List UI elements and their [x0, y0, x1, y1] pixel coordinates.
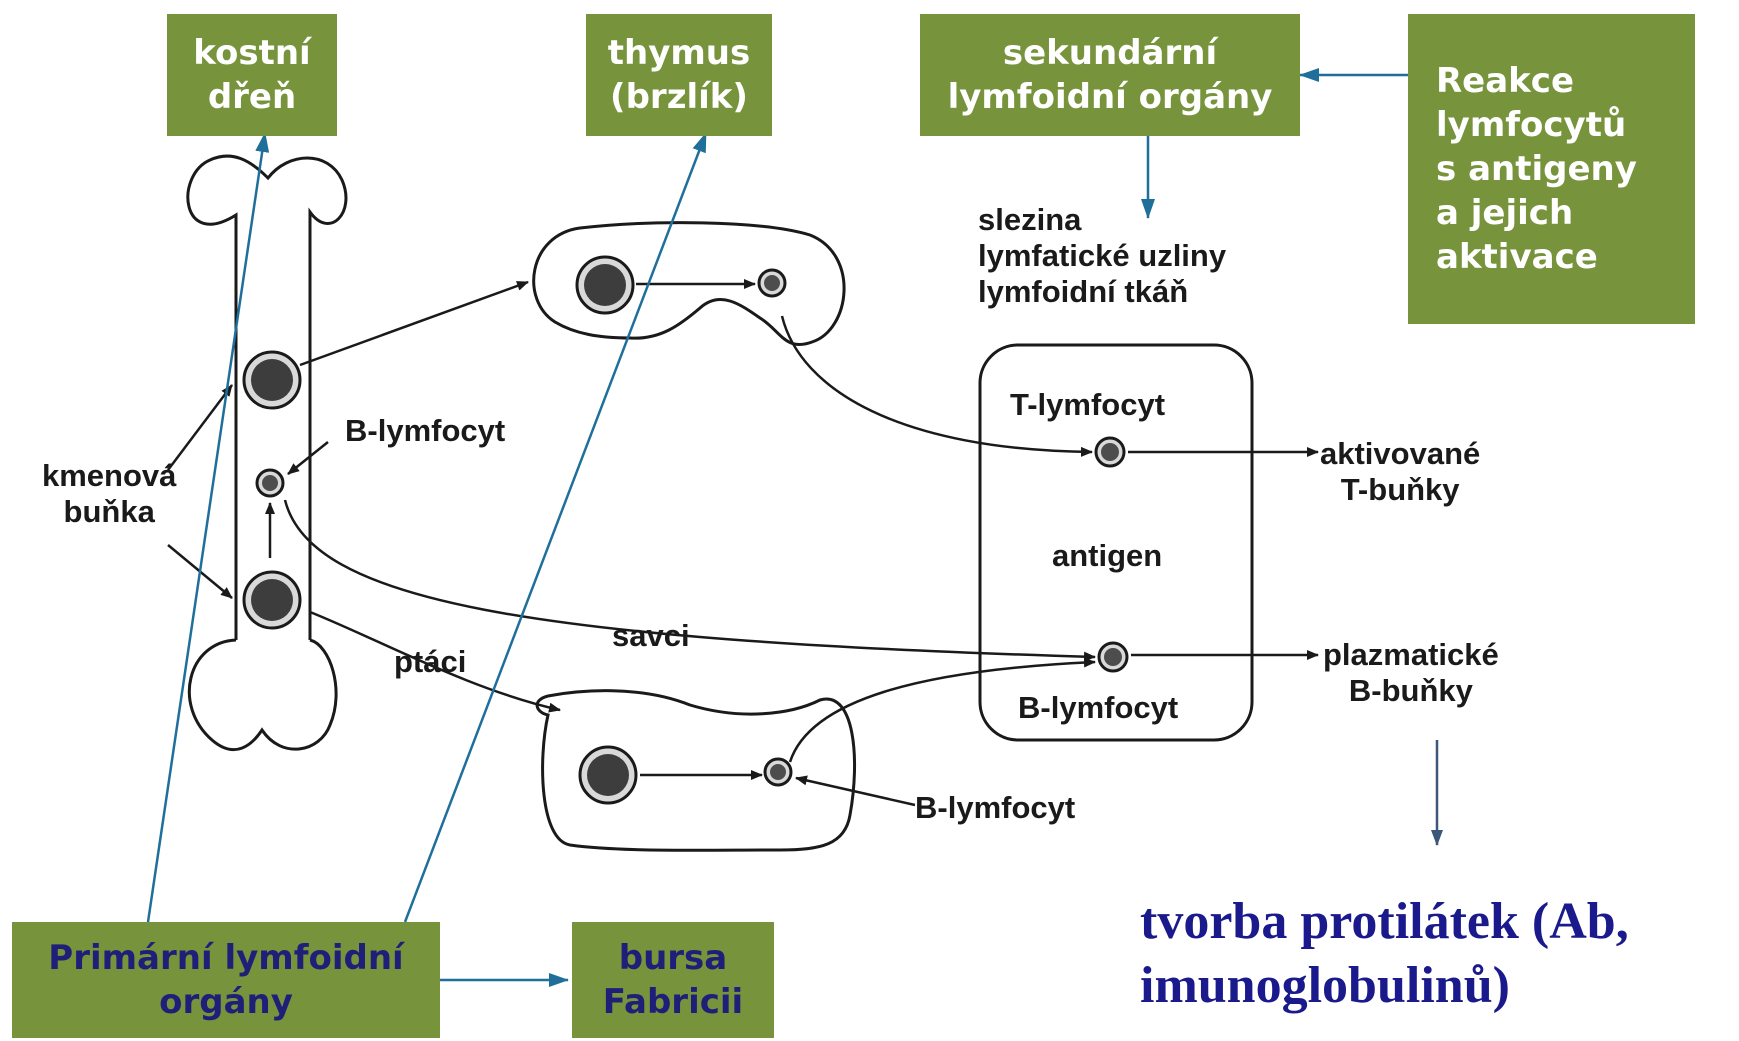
b-cell-bursa [763, 757, 793, 787]
label-kmenova-line2: buňka [63, 494, 155, 529]
label-plazmaticke: plazmatické B-buňky [1323, 637, 1499, 709]
bone-shape [186, 154, 348, 752]
b-cell-node [1097, 641, 1129, 673]
b-cell-bone [255, 468, 285, 498]
secondary-organ-box [978, 343, 1254, 742]
pointer-primarni-to-thymus [403, 132, 708, 923]
box-sekundarni: sekundární lymfoidní orgány [920, 14, 1300, 136]
box-kostni-dren-line1: kostní [193, 33, 311, 73]
box-reakce: Reakce lymfocytů s antigeny a jejich akt… [1408, 14, 1695, 324]
box-thymus-line1: thymus [607, 33, 751, 73]
arrow-bone-to-node-savci [283, 499, 1096, 662]
organ-list-uzliny: lymfatické uzliny [978, 238, 1227, 273]
arrow-b-label-bone [287, 441, 329, 475]
box-bursa: bursa Fabricii [572, 922, 774, 1038]
outcome-line1: tvorba protilátek (Ab, [1140, 893, 1629, 950]
box-primarni-line2: orgány [159, 982, 293, 1022]
label-b-lymfocyt-bursa: B-lymfocyt [915, 790, 1076, 825]
label-plazmaticke-line2: B-buňky [1348, 673, 1473, 708]
outcome-line2: imunoglobulinů) [1140, 957, 1510, 1014]
arrow-bursa-to-node [788, 657, 1096, 763]
label-ptaci: ptáci [394, 644, 467, 679]
stem-cell-bottom [242, 570, 302, 630]
label-kmenova-bunka: kmenová buňka [42, 458, 176, 530]
stem-cell-top [242, 350, 302, 410]
thymus-shape [532, 221, 846, 346]
box-reakce-line2: lymfocytů [1436, 105, 1627, 145]
arrow-b-label-bursa [795, 775, 916, 807]
label-plazmaticke-line1: plazmatické [1323, 637, 1499, 672]
arrow-thymus-to-node [780, 315, 1093, 457]
box-kostni-dren: kostní dřeň [167, 14, 337, 136]
box-sekundarni-line1: sekundární [1002, 33, 1218, 73]
label-b-lymfocyt-bone: B-lymfocyt [345, 413, 506, 448]
box-reakce-line1: Reakce [1436, 61, 1575, 101]
t-cell-thymus [757, 268, 787, 298]
arrow-bone-to-bursa [309, 610, 561, 713]
label-antigen: antigen [1052, 538, 1163, 573]
box-thymus: thymus (brzlík) [586, 14, 772, 136]
box-thymus-line2: (brzlík) [610, 77, 748, 117]
arrow-bone-to-thymus [299, 280, 529, 367]
bursa-shape [535, 689, 857, 852]
organ-list-slezina: slezina [978, 202, 1082, 237]
stem-cell-thymus [575, 255, 635, 315]
organ-list: slezina lymfatické uzliny lymfoidní tkáň [978, 202, 1226, 310]
box-reakce-line5: aktivace [1436, 237, 1598, 277]
outcome-text: tvorba protilátek (Ab, imunoglobulinů) [1140, 890, 1629, 1018]
box-reakce-line4: a jejich [1436, 193, 1574, 233]
organ-list-tkan: lymfoidní tkáň [978, 274, 1189, 309]
label-savci: savci [612, 618, 690, 653]
label-kmenova-line1: kmenová [42, 458, 177, 493]
box-primarni: Primární lymfoidní orgány [12, 922, 440, 1038]
pointer-primarni-to-kostni [146, 132, 270, 923]
box-primarni-line1: Primární lymfoidní [48, 938, 404, 978]
stem-cell-bursa [578, 745, 638, 805]
box-sekundarni-line2: lymfoidní orgány [947, 77, 1273, 117]
box-bursa-line2: Fabricii [602, 982, 744, 1022]
label-aktivovane-line2: T-buňky [1340, 472, 1460, 507]
label-t-lymfocyt: T-lymfocyt [1010, 387, 1166, 422]
arrow-kmenova-top [167, 384, 233, 471]
flow-arrows [167, 279, 1319, 807]
t-cell-node [1094, 436, 1126, 468]
pointer-lines [146, 68, 1408, 987]
label-aktivovane: aktivované T-buňky [1320, 436, 1480, 508]
box-bursa-line1: bursa [618, 938, 728, 978]
label-b-lymfocyt-node: B-lymfocyt [1018, 690, 1179, 725]
box-reakce-line3: s antigeny [1436, 149, 1637, 189]
box-kostni-dren-line2: dřeň [207, 77, 297, 117]
label-aktivovane-line1: aktivované [1320, 436, 1481, 471]
